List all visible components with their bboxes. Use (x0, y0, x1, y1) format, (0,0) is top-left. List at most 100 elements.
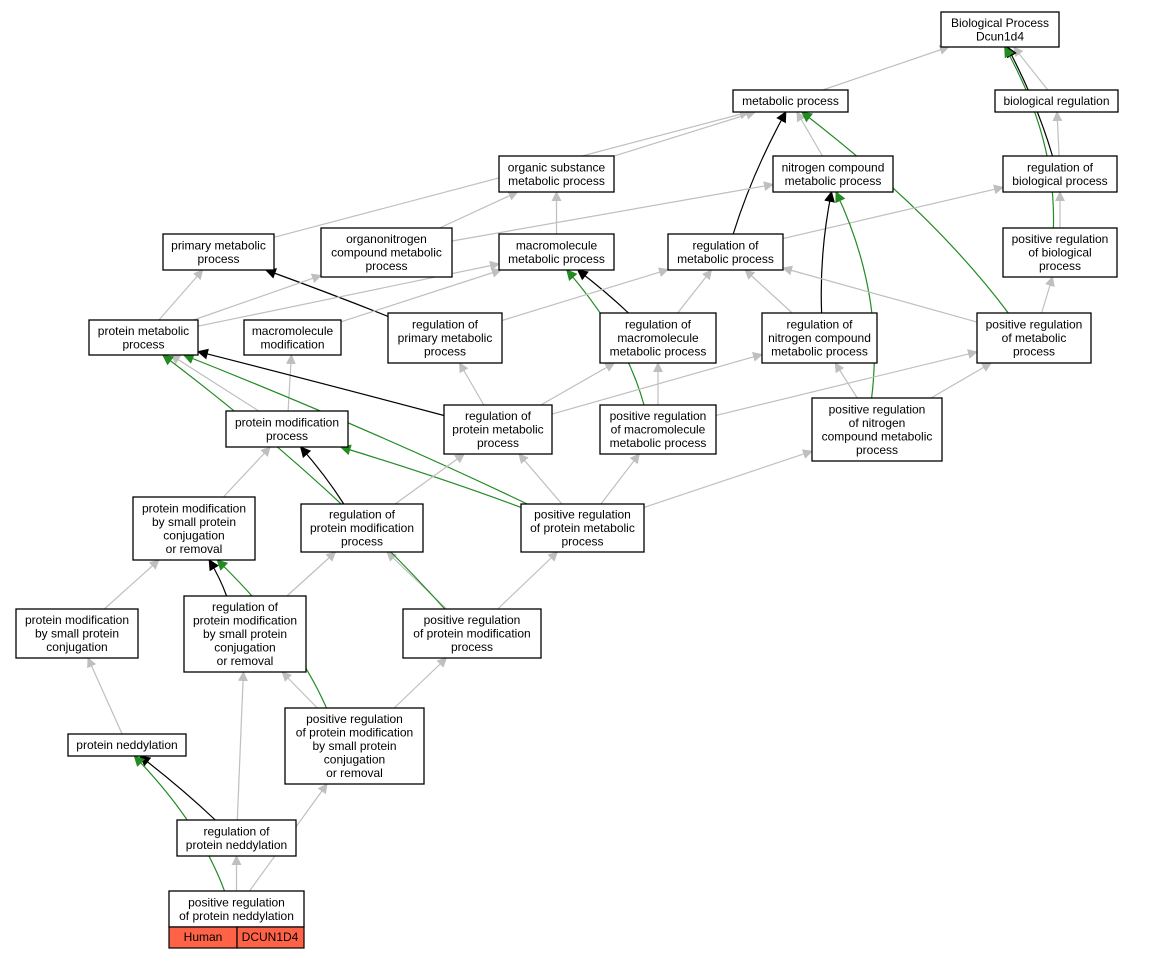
edge-reg-primary-to-reg-metabolic (501, 267, 669, 322)
edge-pos-reg-nitrogen-to-reg-nitrogen (834, 362, 858, 399)
node-label-line: compound metabolic (331, 246, 442, 260)
node-label-line: metabolic process (508, 252, 605, 266)
node-box (667, 233, 784, 271)
node-box (387, 312, 503, 364)
node-label-line: organic substance (508, 160, 606, 174)
node-neddylation[interactable]: protein neddylation (67, 733, 187, 757)
node-label-line: regulation of (1027, 160, 1094, 174)
gene-label: DCUN1D4 (242, 930, 299, 944)
node-label-line: metabolic process (785, 174, 882, 188)
node-metabolic[interactable]: metabolic process (732, 89, 849, 113)
node-label-line: macromolecule (617, 331, 699, 345)
edge-pos-reg-protein-mp-to-reg-protein-mp (518, 453, 563, 505)
node-box (243, 319, 342, 356)
node-label-line: macromolecule (252, 324, 334, 338)
node-label-line: positive regulation (306, 712, 403, 726)
edge-pos-reg-metabolic-to-reg-metabolic (782, 265, 978, 323)
edge-protein-mod-to-macro-mod (285, 354, 296, 412)
node-label-line: conjugation (324, 753, 385, 767)
node-box (67, 733, 187, 757)
edge-pos-reg-nitrogen-to-nitrogen (835, 191, 875, 399)
node-box (761, 312, 878, 364)
node-box (520, 503, 645, 553)
node-label-line: Biological Process (951, 16, 1049, 30)
node-label-line: of biological (1028, 246, 1091, 260)
edge-organonitrogen-to-organic (439, 191, 519, 229)
node-box (599, 404, 717, 455)
node-box (162, 233, 275, 271)
node-box (1002, 155, 1118, 193)
node-label-line: metabolic process (610, 345, 707, 359)
node-label-line: process (341, 535, 383, 549)
edge-reg-protein-mp-to-protein-mp (196, 348, 445, 417)
node-box (498, 233, 615, 271)
node-label-line: protein modification (310, 521, 414, 535)
node-label-line: of protein metabolic (530, 521, 635, 535)
node-label-line: by small protein (35, 627, 119, 641)
node-label-line: primary metabolic (398, 331, 493, 345)
species-gene-badge: Human DCUN1D4 (168, 926, 305, 949)
edge-pos-reg-metabolic-to-pos-reg-bio (1041, 276, 1055, 314)
node-box (183, 595, 307, 673)
edge-metabolic-to-bp (822, 45, 950, 91)
node-bioreg[interactable]: biological regulation (994, 89, 1119, 113)
node-label-line: biological regulation (1003, 94, 1109, 108)
edge-reg-pm-small-to-reg-protein-mod (286, 551, 337, 597)
node-label-line: of protein modification (413, 627, 530, 641)
edge-organic-to-metabolic (613, 109, 757, 157)
node-label-line: protein modification (142, 501, 246, 515)
node-label-line: protein metabolic (452, 423, 543, 437)
node-label-line: process (1039, 259, 1081, 273)
edge-regbio-to-bioreg (1052, 111, 1063, 157)
node-label-line: metabolic process (610, 436, 707, 450)
node-label-line: protein modification (235, 415, 339, 429)
node-label-line: biological process (1012, 174, 1107, 188)
node-label-line: or removal (166, 542, 223, 556)
node-label-line: regulation of (412, 318, 479, 332)
edge-bioreg-to-bp (1013, 46, 1049, 91)
node-box (320, 227, 453, 278)
node-label-line: of nitrogen (849, 416, 906, 430)
node-box (176, 819, 297, 857)
node-label-line: of protein neddylation (179, 909, 294, 923)
node-label-line: positive regulation (610, 409, 707, 423)
node-label-line: positive regulation (188, 895, 285, 909)
node-box (498, 155, 615, 193)
node-label-line: organonitrogen (346, 232, 427, 246)
node-label-line: protein neddylation (76, 738, 177, 752)
edge-pos-reg-protein-mp-to-pos-reg-macro (600, 453, 640, 505)
edge-pos-reg-nitrogen-to-pos-reg-metabolic (930, 362, 992, 399)
node-box (132, 496, 256, 561)
edge-reg-protein-mp-to-reg-nitrogen (551, 352, 763, 415)
node-label-line: by small protein (203, 627, 287, 641)
node-box (994, 89, 1119, 113)
